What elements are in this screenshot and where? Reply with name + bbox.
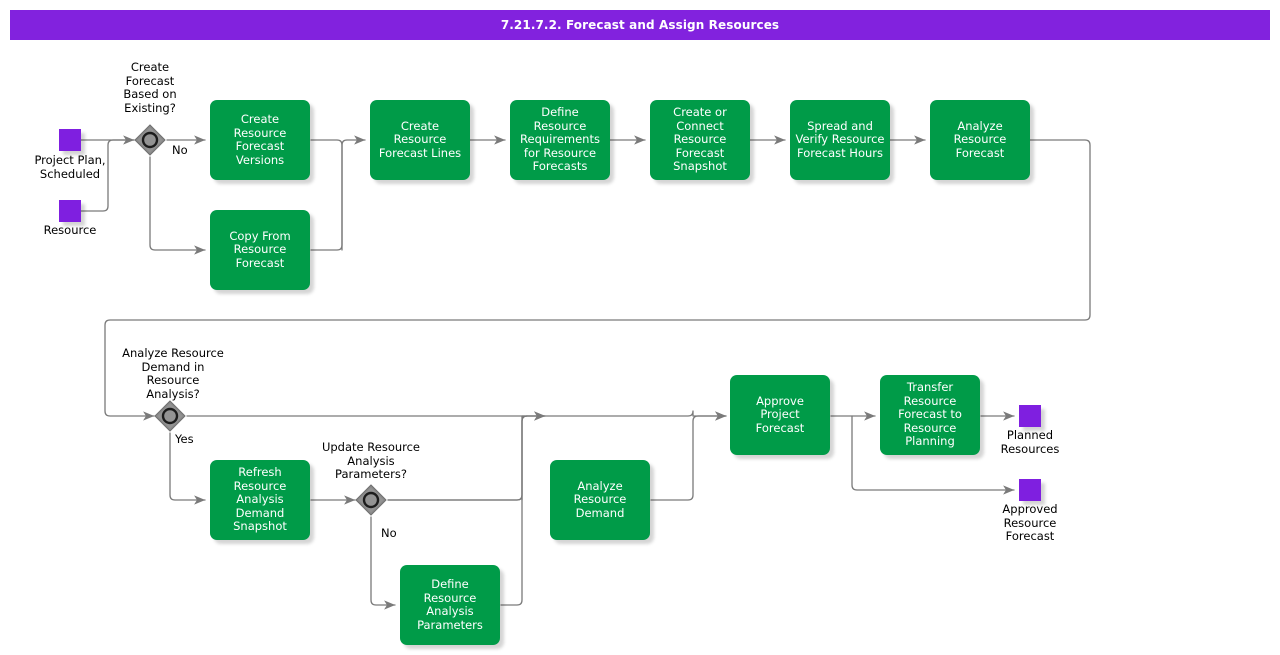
gateway-create-forecast-based-on-existing[interactable]: [134, 124, 166, 156]
task-label-define-resource-requirements-for-resource-forecasts: Define Resource Requirements for Resourc…: [520, 105, 600, 174]
task-label-transfer-resource-forecast-to-resource-planning: Transfer Resource Forecast to Resource P…: [898, 380, 962, 449]
edge-createversions-to-merge: [310, 139, 343, 251]
edge-copyfrom-to-forecastlines: [310, 135, 366, 251]
gateway-analyze-resource-demand-in-resource-analysis[interactable]: [154, 400, 186, 432]
data-object-label-resource: Resource: [43, 223, 97, 237]
task-label-create-or-connect-resource-forecast-snapshot: Create or Connect Resource Forecast Snap…: [673, 105, 727, 174]
task-label-define-resource-analysis-parameters: Define Resource Analysis Parameters: [417, 577, 483, 632]
task-transfer-resource-forecast-to-resource-planning[interactable]: Transfer Resource Forecast to Resource P…: [880, 375, 980, 455]
data-object-label-planned-resources: Planned Resources: [1000, 428, 1060, 456]
page-title-bar: 7.21.7.2. Forecast and Assign Resources: [10, 10, 1270, 40]
gateway-branch-label-yes-2: Yes: [175, 432, 194, 446]
task-label-create-resource-forecast-lines: Create Resource Forecast Lines: [378, 118, 462, 160]
task-create-resource-forecast-versions[interactable]: Create Resource Forecast Versions: [210, 100, 310, 180]
task-label-analyze-resource-demand: Analyze Resource Demand: [573, 478, 627, 520]
task-copy-from-resource-forecast[interactable]: Copy From Resource Forecast: [210, 210, 310, 290]
data-object-label-project-plan-scheduled: Project Plan, Scheduled: [34, 153, 106, 181]
gateway-label-create-forecast-based-on-existing: Create Forecast Based on Existing?: [123, 60, 177, 115]
task-label-analyze-resource-forecast: Analyze Resource Forecast: [953, 118, 1007, 160]
data-object-approved-resource-forecast[interactable]: [1019, 479, 1041, 501]
task-label-create-resource-forecast-versions: Create Resource Forecast Versions: [233, 112, 287, 167]
gateway-label-analyze-resource-demand-in-resource-analysis: Analyze Resource Demand in Resource Anal…: [122, 346, 224, 401]
task-analyze-resource-demand[interactable]: Analyze Resource Demand: [550, 460, 650, 540]
task-spread-and-verify-resource-forecast-hours[interactable]: Spread and Verify Resource Forecast Hour…: [790, 100, 890, 180]
task-label-copy-from-resource-forecast: Copy From Resource Forecast: [229, 228, 291, 270]
task-create-or-connect-resource-forecast-snapshot[interactable]: Create or Connect Resource Forecast Snap…: [650, 100, 750, 180]
gateway-branch-label-no-1: No: [172, 143, 188, 157]
task-label-refresh-resource-analysis-demand-snapshot: Refresh Resource Analysis Demand Snapsho…: [233, 465, 287, 534]
task-refresh-resource-analysis-demand-snapshot[interactable]: Refresh Resource Analysis Demand Snapsho…: [210, 460, 310, 540]
gateway-label-update-resource-analysis-parameters: Update Resource Analysis Parameters?: [321, 440, 421, 481]
task-label-spread-and-verify-resource-forecast-hours: Spread and Verify Resource Forecast Hour…: [795, 118, 885, 160]
task-analyze-resource-forecast[interactable]: Analyze Resource Forecast: [930, 100, 1030, 180]
data-object-resource[interactable]: [59, 200, 81, 222]
task-create-resource-forecast-lines[interactable]: Create Resource Forecast Lines: [370, 100, 470, 180]
edge-defineparams-to-analyzedemand: [500, 411, 546, 606]
page-title: 7.21.7.2. Forecast and Assign Resources: [500, 18, 780, 32]
data-object-planned-resources[interactable]: [1019, 405, 1041, 427]
edge-analyzedemand-to-approve: [650, 411, 727, 501]
data-object-label-approved-resource-forecast: Approved Resource Forecast: [1002, 502, 1058, 543]
task-label-approve-project-forecast: Approve Project Forecast: [755, 393, 805, 435]
task-define-resource-requirements-for-resource-forecasts[interactable]: Define Resource Requirements for Resourc…: [510, 100, 610, 180]
edge-gw1-to-copyfrom: [149, 156, 206, 255]
task-approve-project-forecast[interactable]: Approve Project Forecast: [730, 375, 830, 455]
gateway-update-resource-analysis-parameters[interactable]: [355, 484, 387, 516]
gateway-branch-label-no-3: No: [381, 526, 397, 540]
edge-gw2-to-approve: [186, 410, 727, 421]
task-define-resource-analysis-parameters[interactable]: Define Resource Analysis Parameters: [400, 565, 500, 645]
data-object-project-plan-scheduled[interactable]: [59, 129, 81, 151]
